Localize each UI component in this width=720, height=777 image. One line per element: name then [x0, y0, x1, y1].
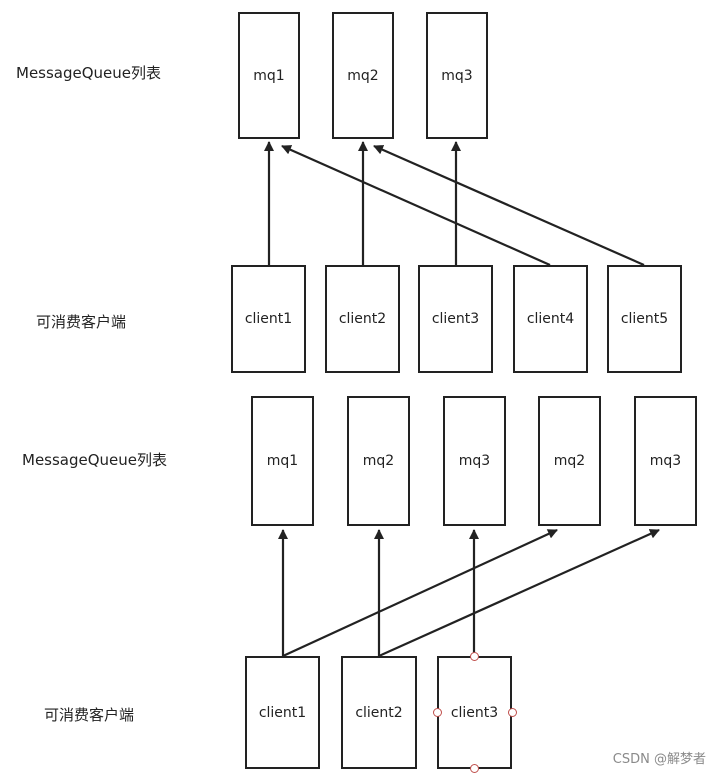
bottom-queue-mq3-label: mq3	[458, 453, 491, 469]
top-queue-mq3-label: mq3	[441, 67, 473, 84]
bottom-queue-list-label: MessageQueue列表	[22, 451, 168, 469]
resize-handle-left[interactable]	[433, 708, 442, 717]
top-client-list-label: 可消费客户端	[36, 313, 127, 331]
top-client-4-label: client4	[526, 311, 575, 327]
arrow-client4-to-mq1	[281, 144, 551, 267]
bottom-client-3-label: client3	[450, 704, 499, 721]
top-queue-list-label: MessageQueue列表	[16, 64, 162, 82]
top-client-2-label: client2	[338, 311, 387, 327]
bottom-client-list-label: 可消费客户端	[44, 706, 135, 724]
bottom-queue-mq3-second-label: mq3	[649, 453, 682, 469]
bottom-client-2: client2	[341, 656, 417, 769]
top-client-3-label: client3	[431, 311, 480, 327]
bottom-queue-mq2-second-label: mq2	[553, 453, 586, 469]
bottom-queue-mq2-label: mq2	[362, 453, 395, 469]
bottom-queue-mq3-second: mq3	[634, 396, 697, 526]
bottom-client-1-label: client1	[258, 704, 307, 721]
top-queue-mq3: mq3	[426, 12, 488, 139]
bottom-queue-mq1-label: mq1	[266, 453, 299, 469]
top-client-4: client4	[513, 265, 588, 373]
arrow-bottom-client1-to-mq2b	[282, 529, 558, 657]
bottom-queue-mq3: mq3	[443, 396, 506, 526]
resize-handle-top[interactable]	[470, 652, 479, 661]
top-client-1: client1	[231, 265, 306, 373]
watermark: CSDN @解梦者	[612, 752, 706, 767]
resize-handle-bottom[interactable]	[470, 764, 479, 773]
bottom-client-1: client1	[245, 656, 320, 769]
arrow-bottom-client2-to-mq3b	[378, 528, 660, 658]
top-queue-mq1-label: mq1	[253, 67, 285, 84]
resize-handle-right[interactable]	[508, 708, 517, 717]
top-queue-mq2-label: mq2	[347, 67, 379, 84]
bottom-queue-mq2: mq2	[347, 396, 410, 526]
top-client-1-label: client1	[244, 311, 293, 327]
top-queue-mq1: mq1	[238, 12, 300, 139]
bottom-client-2-label: client2	[355, 704, 403, 721]
top-queue-mq2: mq2	[332, 12, 394, 139]
bottom-client-3[interactable]: client3	[437, 656, 512, 769]
bottom-queue-mq2-second: mq2	[538, 396, 601, 526]
top-client-2: client2	[325, 265, 400, 373]
top-client-5: client5	[607, 265, 682, 373]
arrow-client5-to-mq2	[373, 144, 645, 267]
top-client-3: client3	[418, 265, 493, 373]
bottom-queue-mq1: mq1	[251, 396, 314, 526]
top-client-5-label: client5	[620, 311, 669, 327]
